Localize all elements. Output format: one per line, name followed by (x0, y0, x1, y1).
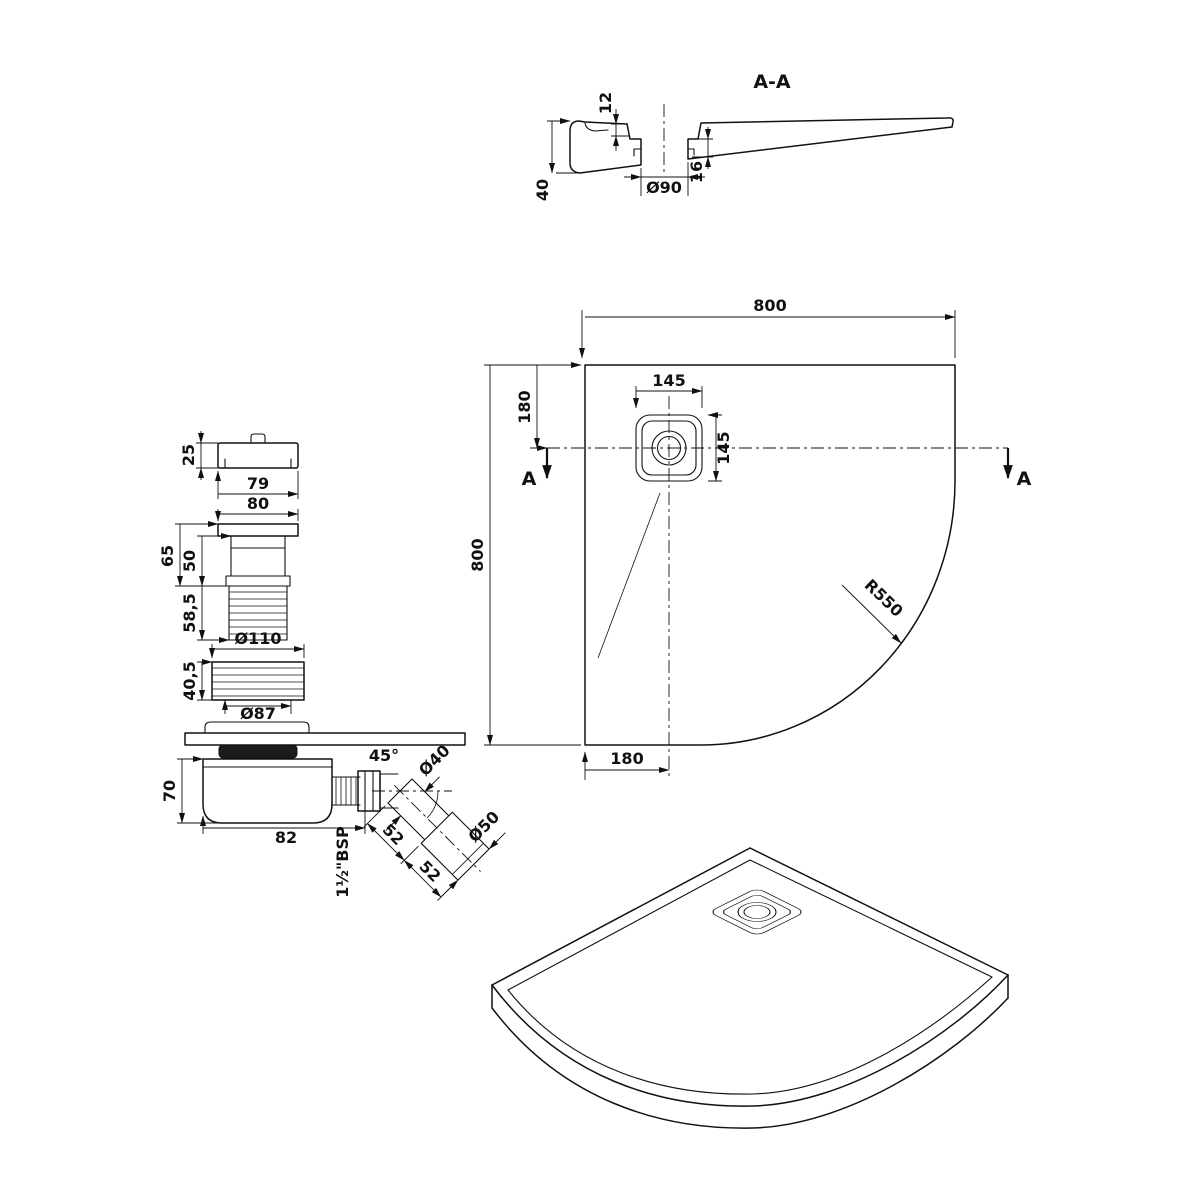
dim-plan-offset-bottom: 180 (610, 749, 643, 768)
dim-lower-height: 58,5 (180, 593, 199, 632)
dim-pipe-dia: Ø40 (415, 741, 454, 780)
dim-body-height: 65 (158, 545, 177, 567)
dim-cap-height: 25 (179, 444, 198, 466)
gasket (218, 744, 298, 759)
plan-dimensions: 800 800 180 145 145 180 R550 (468, 296, 955, 780)
waste-cap (217, 433, 299, 469)
dim-trap-length: 82 (275, 828, 297, 847)
dim-plan-drain-x: 145 (652, 371, 685, 390)
plan-view: A A 800 800 180 145 145 180 R550 (468, 296, 1032, 780)
plan-slope-line (597, 492, 661, 659)
dim-hole-dia: Ø87 (240, 704, 276, 723)
tray-plate-assembly (184, 721, 466, 759)
dim-thread-dia: Ø110 (235, 629, 282, 648)
dim-thread-height: 40,5 (180, 661, 199, 700)
dim-trap-height: 70 (160, 780, 179, 802)
dim-elbow-angle: 45° (369, 746, 399, 765)
dim-thread-type: 1½"BSP (333, 826, 352, 898)
dim-plan-radius: R550 (861, 575, 907, 620)
plan-outline (584, 364, 956, 746)
dim-section-height: 40 (533, 179, 552, 201)
waste-body-upper (217, 523, 299, 641)
section-marker-left: A (522, 468, 537, 490)
dim-section-drain: Ø90 (646, 178, 682, 197)
iso-arc-top (491, 974, 1009, 1107)
dim-section-depth: 12 (596, 92, 615, 114)
iso-arc-bottom (491, 997, 1009, 1129)
waste-kit: 25 79 80 65 50 58,5 Ø110 (158, 431, 506, 901)
section-marker-right: A (1017, 468, 1032, 490)
iso-inner-arc (507, 976, 993, 1095)
section-view: A-A 12 40 Ø90 16 (533, 71, 954, 201)
dim-plan-drain-y: 145 (714, 431, 733, 464)
dim-elbow-seg1: 52 (379, 820, 408, 849)
dim-cap-width: 79 (247, 474, 269, 493)
dim-section-recess: 16 (687, 161, 706, 183)
iso-edge-right (749, 847, 1009, 976)
drain-lip-detail (633, 148, 695, 157)
dim-upper-height: 50 (180, 550, 199, 572)
waste-elbow: 52 52 Ø40 Ø50 45° (363, 741, 506, 901)
waste-trap (202, 758, 381, 824)
iso-view (491, 847, 1009, 1129)
iso-drain (712, 889, 802, 935)
dim-plan-width: 800 (753, 296, 786, 315)
dim-flange-width: 80 (247, 494, 269, 513)
iso-side-edges (491, 974, 1009, 1009)
section-title: A-A (753, 71, 791, 93)
waste-threaded-ring (211, 661, 305, 701)
section-profile (569, 104, 954, 174)
dim-plan-depth: 800 (468, 538, 487, 571)
iso-inner-rim (507, 859, 993, 991)
section-dimensions: 12 40 Ø90 16 (533, 92, 713, 201)
dim-plan-offset-left: 180 (515, 390, 534, 423)
iso-edge-left (491, 847, 751, 986)
dim-elbow-seg2: 52 (415, 857, 444, 886)
